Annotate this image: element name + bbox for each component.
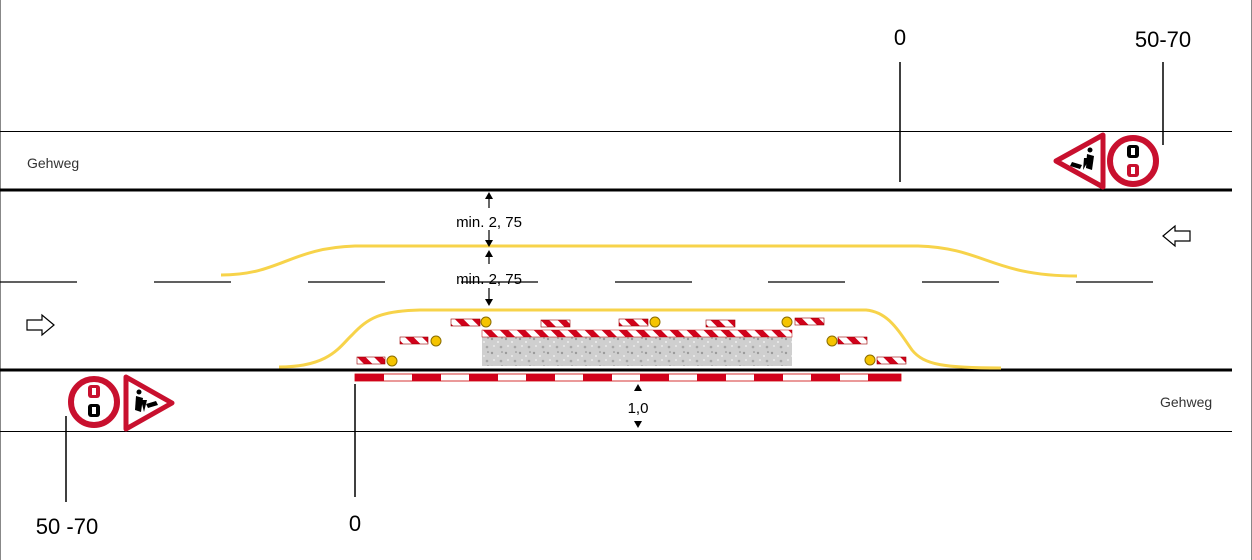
barrier-board [356, 356, 386, 365]
roadworks-warning-sign-icon [1053, 132, 1106, 190]
dimension-label-upper-lane: min. 2, 75 [456, 214, 522, 231]
position-label-bottom-zero: 0 [349, 511, 361, 536]
warning-beacons [386, 316, 876, 367]
work-area-barrier-top [481, 329, 793, 338]
sidewalk-barrier [354, 373, 902, 382]
barrier-boards [356, 317, 907, 365]
barrier-board [794, 317, 825, 326]
work-area [482, 333, 792, 366]
arrow-left-icon [1162, 224, 1191, 248]
barrier-board [450, 318, 481, 327]
yellow-marking-center [220, 244, 1078, 278]
dimension-arrows [485, 192, 642, 428]
position-label-bottom-range: 50 -70 [36, 514, 98, 539]
barrier-board [618, 318, 649, 327]
arrow-right-icon [26, 313, 55, 337]
beacon-light-icon [430, 335, 442, 347]
barrier-board [705, 319, 736, 328]
beacon-light-icon [386, 355, 398, 367]
sidewalk-label-top: Gehweg [27, 155, 79, 171]
dimension-label-lower-lane: min. 2, 75 [456, 271, 522, 288]
sign-group-bottom [68, 374, 175, 432]
sidewalk-label-bottom: Gehweg [1160, 394, 1212, 410]
beacon-light-icon [781, 316, 793, 328]
beacon-light-icon [649, 316, 661, 328]
beacon-light-icon [826, 335, 838, 347]
beacon-light-icon [864, 354, 876, 366]
road [0, 131, 1232, 432]
no-overtaking-sign-icon [1107, 135, 1159, 187]
dimension-label-sidewalk: 1,0 [628, 400, 649, 417]
position-markers [65, 62, 1164, 502]
no-overtaking-sign-icon [68, 376, 120, 428]
barrier-board [837, 336, 868, 345]
barrier-board [399, 336, 429, 345]
sign-group-top [1053, 132, 1159, 190]
barrier-board [540, 319, 571, 328]
position-label-top-zero: 0 [894, 25, 906, 50]
beacon-light-icon [480, 316, 492, 328]
roadworks-warning-sign-icon [123, 374, 175, 432]
barrier-board [876, 356, 907, 365]
position-label-top-range: 50-70 [1135, 27, 1191, 52]
yellow-marking-work-zone [278, 308, 1002, 370]
